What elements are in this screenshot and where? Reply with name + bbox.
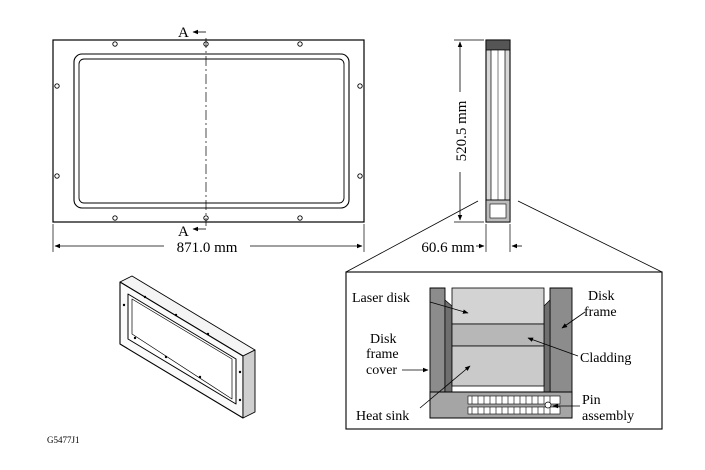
bolt-hole: [357, 173, 363, 179]
leader-cladding: [527, 337, 579, 357]
side-view: 520.5 mm 60.6 mm: [421, 39, 522, 256]
pin-threads: [471, 396, 551, 414]
label-heat-sink: Heat sink: [356, 409, 409, 424]
label-disk-frame-cover-1: Disk: [370, 332, 396, 347]
detail-callout-lines: [345, 200, 663, 273]
label-disk-frame-cover-3: cover: [366, 363, 397, 378]
iso-bolt-holes: [122, 295, 242, 402]
frame-window-inner: [78, 58, 345, 204]
frame-window-outer: [73, 53, 350, 209]
heat-sink-plate: [451, 345, 545, 387]
label-laser-disk: Laser disk: [352, 291, 410, 306]
section-mark-bottom: A: [178, 224, 189, 240]
label-pin-assembly-1: Pin: [582, 393, 601, 408]
label-disk-frame-1: Disk: [588, 289, 614, 304]
bolt-hole: [297, 41, 303, 47]
width-dimension-label: 871.0 mm: [177, 240, 238, 256]
side-bottom-inner: [489, 203, 507, 219]
frame-outer-outline: [52, 39, 365, 223]
iso-window-inner: [131, 298, 233, 400]
front-view: A A 871.0 mm: [52, 25, 365, 256]
label-disk-frame-cover-2: frame: [366, 347, 399, 362]
label-cladding: Cladding: [580, 351, 631, 366]
pin-head: [544, 401, 552, 409]
leader-disk-frame: [561, 311, 586, 329]
laser-disk: [451, 287, 545, 325]
detail-view: Laser disk Disk frame Disk frame cover C…: [345, 271, 663, 430]
label-pin-assembly-2: assembly: [582, 409, 634, 424]
iso-side-face: [242, 349, 256, 419]
disk-frame-cover-flange: [444, 299, 453, 393]
bolt-hole: [54, 173, 60, 179]
bolt-hole: [112, 41, 118, 47]
bolt-hole: [203, 215, 209, 221]
thickness-dimension-label: 60.6 mm: [421, 240, 475, 256]
bolt-hole: [203, 41, 209, 47]
bolt-hole: [297, 215, 303, 221]
side-top-cap: [485, 39, 511, 51]
bolt-hole: [112, 215, 118, 221]
leader-laser-disk: [429, 301, 469, 314]
label-disk-frame-2: frame: [584, 305, 617, 320]
cladding-band: [451, 323, 545, 347]
bolt-hole: [54, 83, 60, 89]
bolt-hole: [357, 83, 363, 89]
figure-id: G5477J1: [47, 435, 80, 445]
frame-bolt-holes: [54, 41, 363, 221]
height-dimension-label: 520.5 mm: [454, 100, 470, 161]
isometric-view: [119, 275, 256, 419]
leader-heat-sink: [419, 365, 471, 409]
section-mark-top: A: [178, 25, 189, 41]
